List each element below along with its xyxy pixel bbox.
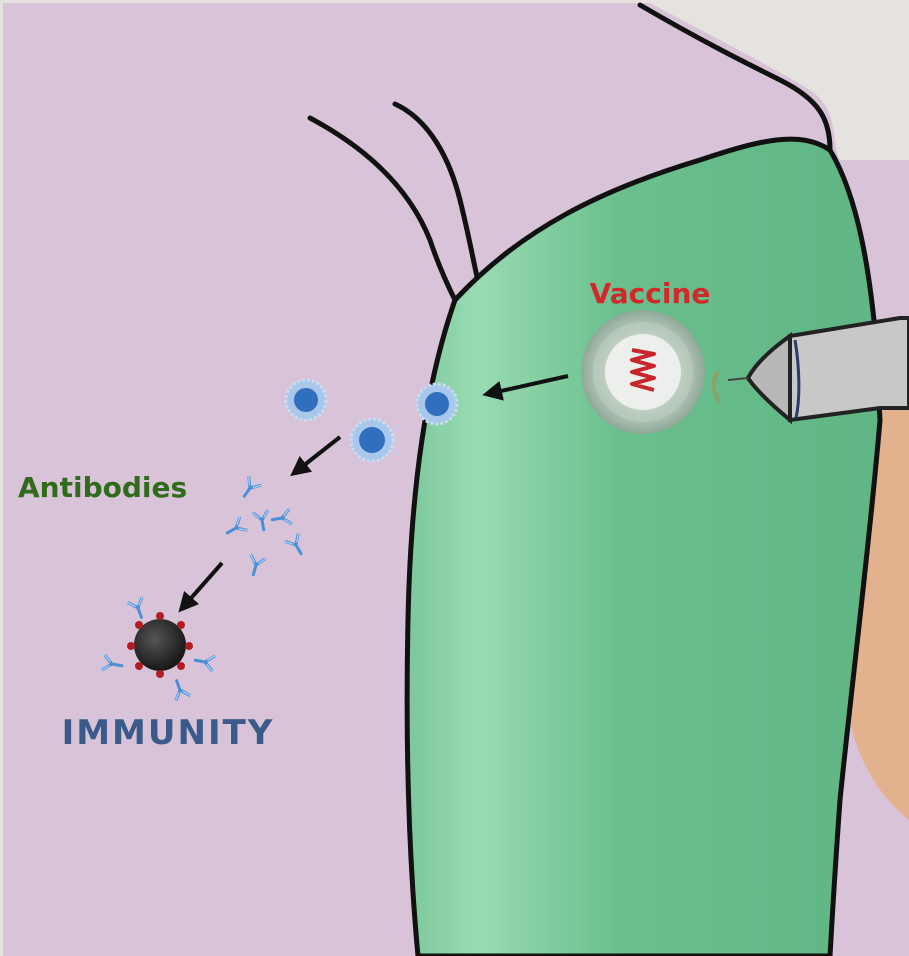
immune-cell-icon — [286, 380, 326, 420]
antibodies-label: Antibodies — [18, 471, 187, 504]
immune-cell-icon — [417, 384, 457, 424]
vaccine-label: Vaccine — [590, 277, 711, 310]
immunity-label: IMMUNITY — [62, 713, 275, 753]
vaccine-particle-icon — [581, 310, 705, 434]
immune-cell-icon — [351, 419, 393, 461]
virus-icon — [127, 612, 193, 678]
